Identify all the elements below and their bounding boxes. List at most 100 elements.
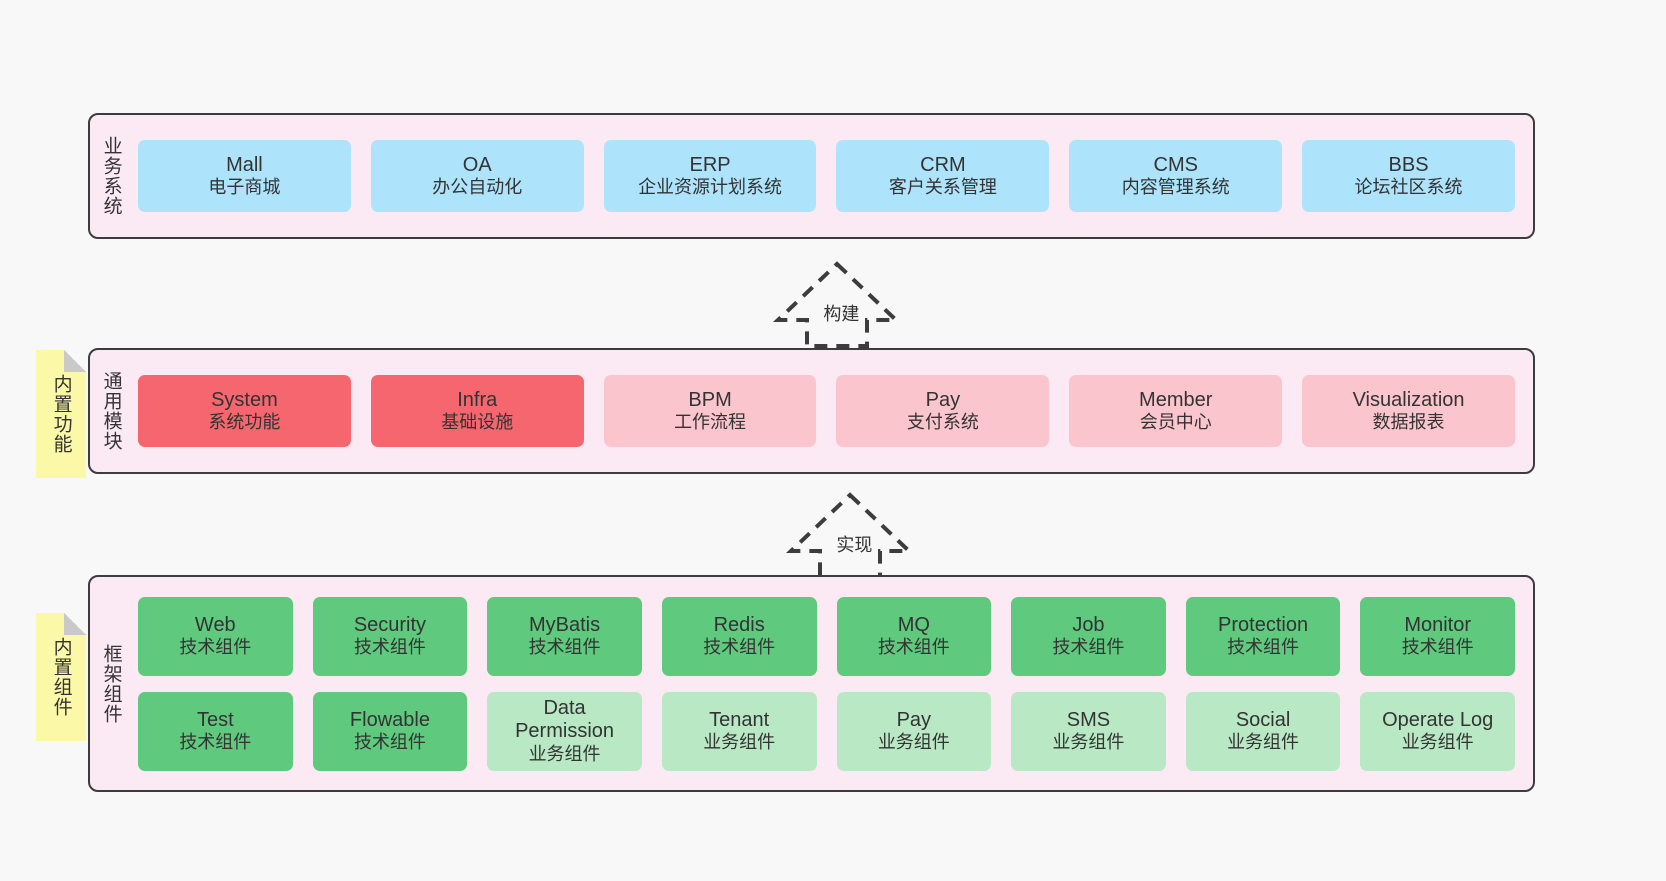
- card-title: ERP: [689, 153, 731, 176]
- card-subtitle: 支付系统: [906, 412, 979, 433]
- module-card-bpm[interactable]: BPM 工作流程: [603, 375, 817, 447]
- card-title: BPM: [688, 388, 732, 411]
- layer-body-business: Mall 电子商城 OA 办公自动化 ERP 企业资源计划系统 CRM 客户关系…: [132, 115, 1533, 237]
- card-title: SMS: [1066, 708, 1111, 731]
- common-row: System 系统功能 Infra 基础设施 BPM 工作流程 Pay 支付系统…: [138, 375, 1515, 447]
- card-title: Operate Log: [1382, 708, 1494, 731]
- card-title: Visualization: [1352, 388, 1465, 411]
- card-subtitle: 论坛社区系统: [1354, 177, 1463, 198]
- card-subtitle: 技术组件: [1227, 637, 1300, 658]
- module-card-system[interactable]: System 系统功能: [138, 375, 351, 447]
- card-subtitle: 内容管理系统: [1121, 177, 1230, 198]
- card-title: BBS: [1388, 153, 1429, 176]
- card-subtitle: 技术组件: [1052, 637, 1125, 658]
- business-card-mall[interactable]: Mall 电子商城: [138, 140, 351, 212]
- card-subtitle: 技术组件: [353, 732, 426, 753]
- card-title: Monitor: [1404, 613, 1472, 636]
- card-subtitle: 业务组件: [1227, 732, 1300, 753]
- card-title: Web: [194, 613, 236, 636]
- card-title: OA: [462, 153, 492, 176]
- card-title: Test: [196, 708, 234, 731]
- component-card-mybatis[interactable]: MyBatis 技术组件: [487, 596, 642, 676]
- card-subtitle: 企业资源计划系统: [638, 177, 783, 198]
- card-subtitle: 电子商城: [208, 177, 281, 198]
- card-title: Social: [1235, 708, 1291, 731]
- module-card-pay[interactable]: Pay 支付系统: [836, 375, 1050, 447]
- layer-common-modules: 通用模块 System 系统功能 Infra 基础设施 BPM 工作流程 Pay…: [88, 348, 1535, 474]
- component-card-mq[interactable]: MQ 技术组件: [836, 596, 992, 676]
- card-subtitle: 技术组件: [703, 637, 776, 658]
- component-card-tenant[interactable]: Tenant 业务组件: [661, 691, 817, 771]
- card-subtitle: 技术组件: [877, 637, 950, 658]
- component-card-pay[interactable]: Pay 业务组件: [836, 691, 992, 771]
- layer-title-common: 通用模块: [100, 371, 122, 451]
- card-title: Mall: [226, 153, 263, 176]
- component-card-flowable[interactable]: Flowable 技术组件: [312, 691, 468, 771]
- card-title: Pay: [896, 708, 932, 731]
- card-title: Member: [1139, 388, 1213, 411]
- card-title: Security: [353, 613, 427, 636]
- framework-row-business: Test 技术组件 Flowable 技术组件 Data Permission …: [138, 691, 1515, 771]
- connector-implement-arrow: 实现: [775, 489, 925, 579]
- card-title: Infra: [457, 388, 498, 411]
- card-subtitle: 技术组件: [179, 732, 252, 753]
- component-card-sms[interactable]: SMS 业务组件: [1011, 691, 1166, 771]
- business-card-crm[interactable]: CRM 客户关系管理: [836, 140, 1050, 212]
- connector-build-label: 构建: [823, 304, 860, 324]
- card-title: System: [211, 388, 278, 411]
- component-card-job[interactable]: Job 技术组件: [1011, 596, 1166, 676]
- business-card-cms[interactable]: CMS 内容管理系统: [1069, 140, 1283, 212]
- card-title: MQ: [897, 613, 930, 636]
- business-card-erp[interactable]: ERP 企业资源计划系统: [603, 140, 817, 212]
- card-subtitle: 技术组件: [528, 637, 601, 658]
- card-subtitle: 会员中心: [1139, 412, 1212, 433]
- card-subtitle: 业务组件: [877, 732, 950, 753]
- card-title: CMS: [1153, 153, 1198, 176]
- module-card-member[interactable]: Member 会员中心: [1069, 375, 1283, 447]
- card-subtitle: 技术组件: [353, 637, 426, 658]
- note-builtin-components: 内置组件: [36, 613, 86, 741]
- business-row: Mall 电子商城 OA 办公自动化 ERP 企业资源计划系统 CRM 客户关系…: [138, 140, 1515, 212]
- module-card-infra[interactable]: Infra 基础设施: [370, 375, 584, 447]
- component-card-protection[interactable]: Protection 技术组件: [1185, 596, 1341, 676]
- card-subtitle: 业务组件: [703, 732, 776, 753]
- layer-framework-components: 框架组件 Web 技术组件 Security 技术组件 MyBatis 技术组件…: [88, 575, 1535, 792]
- card-title: Data Permission: [515, 696, 615, 743]
- layer-body-framework: Web 技术组件 Security 技术组件 MyBatis 技术组件 Redi…: [132, 577, 1533, 790]
- component-card-web[interactable]: Web 技术组件: [138, 596, 293, 676]
- layer-title-business: 业务系统: [100, 136, 122, 216]
- card-subtitle: 技术组件: [1401, 637, 1474, 658]
- component-card-operate-log[interactable]: Operate Log 业务组件: [1360, 691, 1515, 771]
- card-subtitle: 技术组件: [179, 637, 252, 658]
- component-card-monitor[interactable]: Monitor 技术组件: [1360, 596, 1515, 676]
- framework-row-tech: Web 技术组件 Security 技术组件 MyBatis 技术组件 Redi…: [138, 596, 1515, 676]
- card-title: CRM: [920, 153, 966, 176]
- card-title: Job: [1072, 613, 1105, 636]
- card-subtitle: 基础设施: [441, 412, 514, 433]
- card-subtitle: 系统功能: [208, 412, 281, 433]
- connector-build-arrow: 构建: [762, 258, 912, 348]
- component-card-test[interactable]: Test 技术组件: [138, 691, 293, 771]
- card-subtitle: 业务组件: [1401, 732, 1474, 753]
- component-card-data-permission[interactable]: Data Permission 业务组件: [487, 691, 642, 771]
- business-card-bbs[interactable]: BBS 论坛社区系统: [1302, 140, 1515, 212]
- card-subtitle: 工作流程: [674, 412, 747, 433]
- business-card-oa[interactable]: OA 办公自动化: [370, 140, 584, 212]
- component-card-social[interactable]: Social 业务组件: [1185, 691, 1341, 771]
- connector-implement-label: 实现: [836, 535, 873, 555]
- layer-body-common: System 系统功能 Infra 基础设施 BPM 工作流程 Pay 支付系统…: [132, 350, 1533, 472]
- component-card-redis[interactable]: Redis 技术组件: [661, 596, 817, 676]
- note-builtin-features: 内置功能: [36, 350, 86, 478]
- component-card-security[interactable]: Security 技术组件: [312, 596, 468, 676]
- note-text: 内置功能: [50, 374, 72, 454]
- layer-title-framework: 框架组件: [100, 643, 122, 724]
- module-card-visualization[interactable]: Visualization 数据报表: [1302, 375, 1515, 447]
- card-title: Redis: [713, 613, 765, 636]
- card-subtitle: 客户关系管理: [888, 177, 997, 198]
- card-title: Flowable: [349, 708, 430, 731]
- layer-business-systems: 业务系统 Mall 电子商城 OA 办公自动化 ERP 企业资源计划系统 CRM…: [88, 113, 1535, 239]
- card-title: Tenant: [709, 708, 770, 731]
- card-subtitle: 业务组件: [528, 743, 601, 764]
- card-subtitle: 办公自动化: [432, 177, 523, 198]
